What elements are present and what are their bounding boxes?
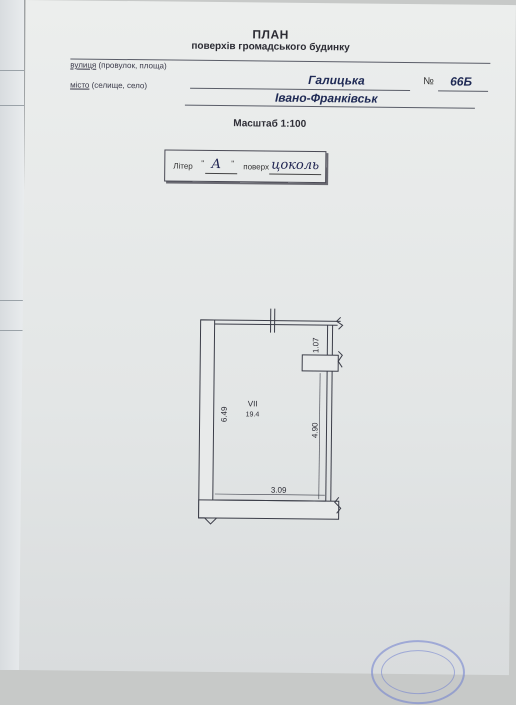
city-label: місто (селище, село) (70, 80, 147, 90)
city-label-underlined: місто (70, 80, 89, 89)
number-value: 66Б (450, 74, 472, 88)
number-label: № (423, 76, 434, 87)
dim-top-right-label: 1.07 (311, 337, 320, 353)
floor-plan-drawing: VII 19.4 6.49 1.07 4.90 3.09 (190, 302, 363, 544)
bottom-wall (199, 500, 339, 519)
right-column (302, 355, 338, 371)
document-sheet: ПЛАН поверхів громадського будинку вулиц… (19, 0, 516, 675)
liter-open-quote: " (201, 159, 204, 168)
street-label-underlined: вулиця (70, 60, 96, 69)
liter-close-quote: " (231, 159, 234, 168)
scale-label: Масштаб 1:100 (25, 116, 515, 132)
street-value: Галицька (308, 73, 365, 88)
left-wall (199, 320, 215, 518)
break-mark-right (338, 351, 342, 367)
floor-value: цоколь (271, 158, 319, 174)
room-number: VII (248, 399, 258, 408)
break-mark-top (337, 317, 343, 329)
right-wall (326, 325, 328, 501)
number-underline (438, 90, 488, 92)
break-mark-corner (199, 518, 217, 524)
dim-right-label: 4.90 (310, 422, 319, 438)
official-stamp-inner-ring (381, 650, 455, 695)
floor-underline (269, 174, 321, 176)
dim-left-label: 6.49 (220, 406, 229, 422)
dim-bottom-label: 3.09 (271, 486, 287, 495)
floor-label: поверх (243, 162, 269, 171)
right-wall-outer (331, 325, 333, 501)
litera-floor-box: Літер " А " поверх цоколь (164, 149, 326, 183)
liter-label: Літер (173, 162, 193, 171)
liter-underline (205, 173, 237, 174)
official-stamp (371, 640, 466, 705)
liter-value: А (211, 157, 221, 172)
top-wall-inner (215, 324, 338, 325)
city-value: Івано-Франківськ (275, 91, 378, 106)
room-area: 19.4 (246, 411, 260, 418)
street-label: вулиця (провулок, площа) (70, 60, 166, 70)
city-underline (185, 105, 475, 109)
city-label-rest: (селище, село) (89, 81, 147, 91)
street-label-rest: (провулок, площа) (96, 61, 166, 71)
